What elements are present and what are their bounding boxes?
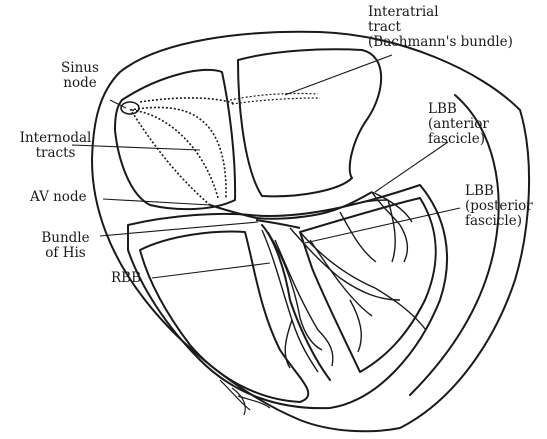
internodal-tract-lines	[130, 98, 235, 205]
sinus-node-shape	[121, 102, 139, 114]
label-lbb-posterior: LBB (posterior fascicle)	[465, 184, 533, 229]
label-bundle-of-his: Bundle of His	[28, 231, 103, 261]
label-av-node: AV node	[30, 190, 87, 205]
lbb-posterior-branches	[290, 228, 426, 352]
lbb-anterior-branches	[320, 192, 412, 262]
bachmann-bundle	[230, 93, 320, 104]
rbb-branches	[262, 230, 333, 372]
label-internodal-tracts: Internodal tracts	[8, 131, 103, 161]
right-atrium-cavity	[115, 70, 235, 209]
apex-branches	[220, 380, 270, 415]
left-atrium-cavity	[238, 49, 381, 196]
leader-lines	[72, 55, 460, 278]
label-lbb-anterior: LBB (anterior fascicle)	[428, 102, 489, 147]
label-rbb: RBB	[111, 271, 141, 286]
label-sinus-node: Sinus node	[50, 61, 110, 91]
septum	[262, 225, 330, 380]
heart-outer-wall	[92, 32, 529, 432]
label-interatrial-tract: Interatrial tract (Bachmann's bundle)	[368, 5, 513, 50]
